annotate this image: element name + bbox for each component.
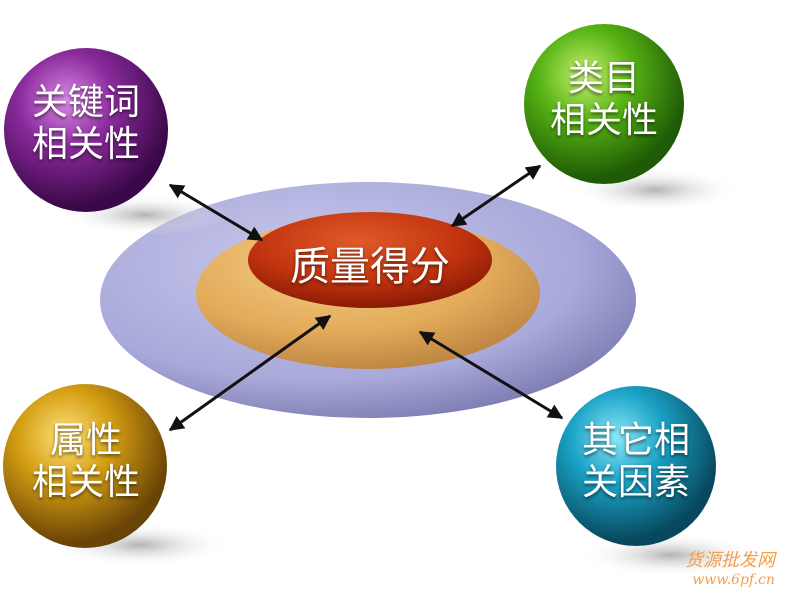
other-arrow	[418, 330, 564, 420]
watermark-line1: 货源批发网	[685, 550, 775, 571]
attribute-sphere	[3, 384, 167, 548]
quality-score-label: 质量得分	[290, 244, 450, 290]
other-label-line1: 其它相	[581, 420, 690, 461]
category-label-line2: 相关性	[549, 100, 658, 142]
attribute-arrow	[168, 314, 332, 432]
category-sphere	[524, 24, 684, 184]
keyword-relevance-label: 关键词 相关性	[4, 82, 168, 167]
watermark-line2: www.6pf.cn	[692, 572, 775, 588]
other-sphere	[556, 386, 716, 546]
attribute-label-line2: 相关性	[31, 462, 140, 504]
keyword-label-line1: 关键词	[31, 82, 140, 123]
category-arrow	[450, 164, 542, 228]
category-relevance-label: 类目 相关性	[524, 58, 684, 143]
keyword-arrow	[168, 183, 264, 242]
keyword-sphere	[4, 48, 168, 212]
watermark: 货源批发网 www.6pf.cn	[685, 546, 775, 588]
category-label-line1: 类目	[567, 58, 640, 99]
attribute-label-line1: 属性	[49, 420, 122, 461]
other-label-line2: 关因素	[581, 462, 690, 504]
center-ellipse	[248, 212, 492, 308]
keyword-label-line2: 相关性	[31, 124, 140, 166]
other-factors-label: 其它相 关因素	[556, 420, 716, 505]
attribute-relevance-label: 属性 相关性	[4, 420, 168, 505]
